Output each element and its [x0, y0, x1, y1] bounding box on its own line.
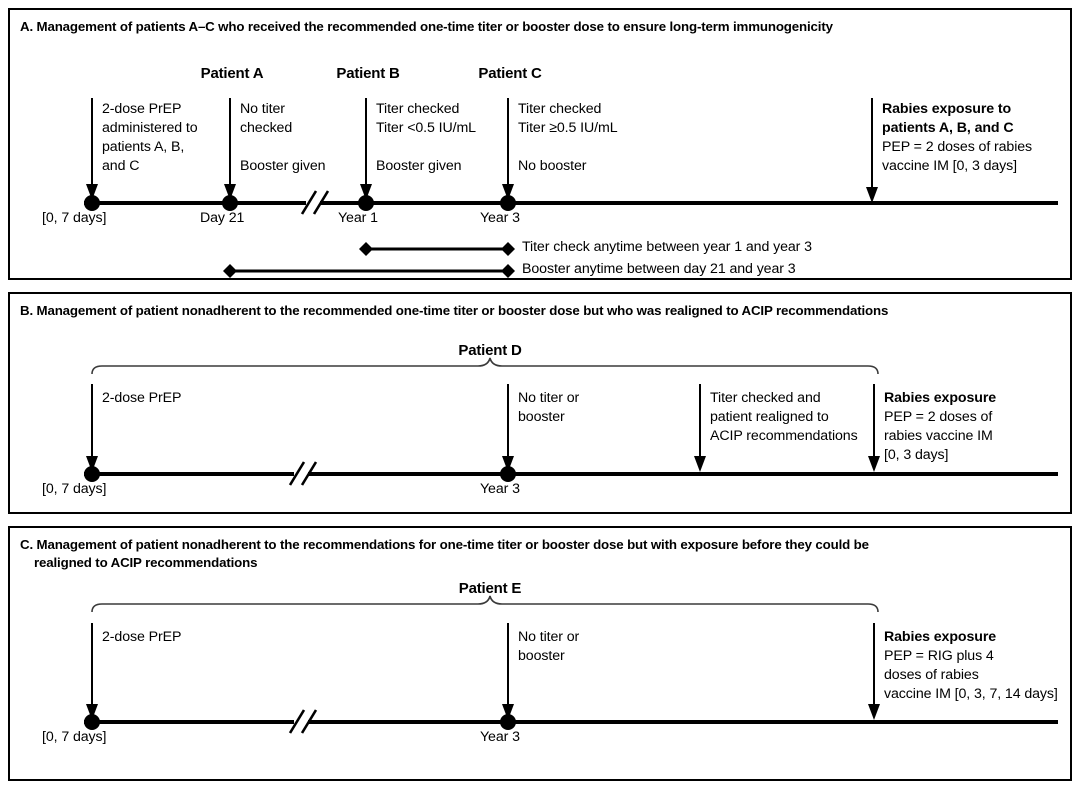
- panel-c-arrows: [86, 623, 880, 720]
- panel-a-graphics: [84, 98, 1058, 278]
- panel-c-tick-0: [0, 7 days]: [42, 729, 107, 745]
- patient-a-header: Patient A: [200, 65, 264, 82]
- panel-b-event-no-titer-label: No titer or booster: [518, 390, 580, 425]
- panel-a-tick-0: [0, 7 days]: [42, 210, 107, 226]
- panel-a-title-text: A. Management of patients A–C who receiv…: [20, 19, 833, 34]
- panel-b-graphics: [84, 357, 1058, 486]
- panel-a-tick-2: Year 1: [338, 210, 378, 226]
- panel-c-event-rabies-label-bold: Rabies exposure: [884, 629, 997, 645]
- panel-c-title-text: C. Management of patient nonadherent to …: [20, 537, 869, 552]
- panel-a-timeline-axis: [84, 190, 1058, 215]
- panel-a-range-titer-check-label: Titer check anytime between year 1 and y…: [522, 239, 812, 255]
- panel-a-event-patient-a-label: No titer checked Booster given: [240, 101, 326, 174]
- patient-c-header: Patient C: [478, 65, 542, 82]
- panel-c-event-rabies-label: PEP = RIG plus 4 doses of rabies vaccine…: [884, 648, 1058, 702]
- panel-a-event-rabies-label-bold: Rabies exposure to patients A, B, and C: [882, 101, 1014, 136]
- panel-a-event-patient-b-label: Titer checked Titer <0.5 IU/mL Booster g…: [376, 101, 476, 174]
- panel-a-title: A. Management of patients A–C who receiv…: [20, 18, 1055, 36]
- panel-b-event-prep-label: 2-dose PrEP: [102, 390, 182, 406]
- panel-b-tick-0: [0, 7 days]: [42, 481, 107, 497]
- patient-e-brace: [91, 595, 879, 613]
- panel-a-event-patient-c-label: Titer checked Titer ≥0.5 IU/mL No booste…: [518, 101, 618, 174]
- panel-a-event-rabies-label: PEP = 2 doses of rabies vaccine IM [0, 3…: [882, 139, 1033, 174]
- panel-c-title-cont: realigned to ACIP recommendations: [34, 555, 258, 570]
- panel-c-title: C. Management of patient nonadherent to …: [20, 536, 1055, 572]
- panel-a-range-booster-label: Booster anytime between day 21 and year …: [522, 261, 796, 277]
- panel-c-event-no-titer-label: No titer or booster: [518, 629, 580, 664]
- panel-c-tick-1: Year 3: [480, 729, 520, 745]
- panel-c-timeline-axis: [84, 709, 1058, 734]
- panel-a-range-booster: [223, 264, 515, 278]
- panel-b-arrows: [86, 384, 880, 472]
- panel-b-event-realigned-label: Titer checked and patient realigned to A…: [710, 390, 858, 444]
- panel-c-graphics: [84, 595, 1058, 734]
- panel-a-tick-1: Day 21: [200, 210, 245, 226]
- patient-d-header: Patient D: [458, 342, 522, 359]
- patient-b-header: Patient B: [336, 65, 400, 82]
- panel-b-event-rabies-label: PEP = 2 doses of rabies vaccine IM [0, 3…: [884, 409, 993, 463]
- panel-a-arrows: [86, 98, 878, 203]
- patient-e-header: Patient E: [458, 580, 522, 597]
- panel-b-title: B. Management of patient nonadherent to …: [20, 302, 1055, 320]
- panel-b-tick-1: Year 3: [480, 481, 520, 497]
- panel-a-event-prep-label: 2-dose PrEP administered to patients A, …: [102, 101, 198, 174]
- patient-d-brace: [91, 357, 879, 375]
- panel-b: B. Management of patient nonadherent to …: [8, 292, 1072, 514]
- panel-b-event-rabies-label-bold: Rabies exposure: [884, 390, 997, 406]
- panel-a-range-titer-check: [359, 242, 515, 256]
- panel-a: A. Management of patients A–C who receiv…: [8, 8, 1072, 280]
- panel-a-tick-3: Year 3: [480, 210, 520, 226]
- panel-c-event-prep-label: 2-dose PrEP: [102, 629, 182, 645]
- panel-b-title-text: B. Management of patient nonadherent to …: [20, 303, 889, 318]
- panel-b-timeline-axis: [84, 461, 1058, 486]
- panel-c: C. Management of patient nonadherent to …: [8, 526, 1072, 781]
